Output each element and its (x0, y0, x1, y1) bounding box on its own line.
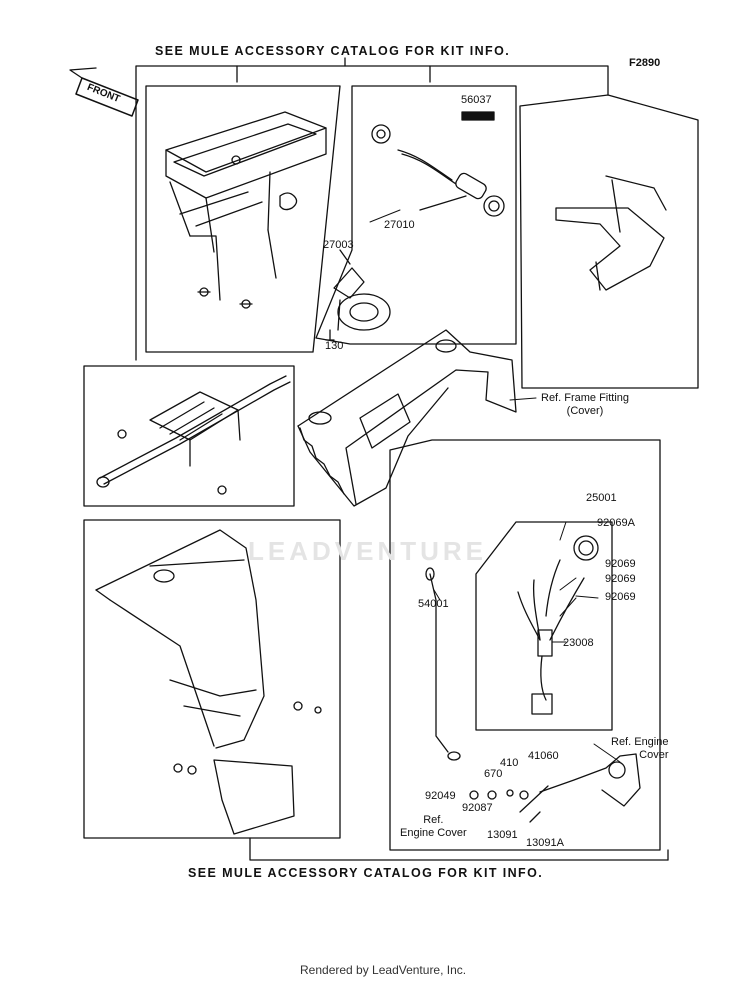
credit-text: Rendered by LeadVenture, Inc. (300, 963, 467, 977)
part-92069-2: 92069 (605, 573, 636, 585)
panel-cargo-basket (145, 85, 341, 353)
part-670: 670 (484, 768, 503, 780)
part-13091a: 13091A (526, 837, 564, 849)
ref-engine-cover-right-line1: Ref. Engine (611, 736, 669, 748)
panel-guard (519, 94, 699, 389)
figure-code: F2890 (629, 57, 661, 69)
ref-engine-cover-left-line1: Ref. (423, 814, 444, 826)
kit-bracket-top (135, 57, 609, 361)
kit-bracket-bottom (249, 837, 669, 861)
part-410: 410 (500, 757, 519, 769)
part-92069a: 92069A (597, 517, 635, 529)
part-130: 130 (325, 340, 344, 352)
ref-engine-cover-right-line2: Cover (639, 748, 669, 761)
part-92069-3: 92069 (605, 591, 636, 603)
panel-rack (83, 365, 295, 507)
panel-horn-switch (315, 85, 517, 345)
part-27010: 27010 (384, 219, 415, 231)
part-13091: 13091 (487, 829, 518, 841)
part-56037: 56037 (461, 94, 492, 106)
part-23008: 23008 (563, 637, 594, 649)
front-arrow (69, 67, 139, 117)
frame-fitting-cover (297, 329, 517, 507)
panel-meter-kit (389, 439, 661, 851)
ref-frame-fitting: Ref. Frame Fitting (Cover) (541, 392, 629, 417)
ref-engine-cover-left: Ref. Engine Cover (400, 814, 467, 839)
part-27003: 27003 (323, 239, 354, 251)
part-92049: 92049 (425, 790, 456, 802)
panel-fender (83, 519, 341, 839)
part-41060: 41060 (528, 750, 559, 762)
part-25001: 25001 (586, 492, 617, 504)
header-note: SEE MULE ACCESSORY CATALOG FOR KIT INFO. (155, 44, 511, 58)
ref-engine-cover-left-line2: Engine Cover (400, 826, 467, 839)
ref-frame-fitting-line1: Ref. Frame Fitting (541, 392, 630, 404)
leader-lines (369, 209, 621, 763)
part-92087: 92087 (462, 802, 493, 814)
footer-note: SEE MULE ACCESSORY CATALOG FOR KIT INFO. (188, 866, 544, 880)
watermark-text: LEADVENTURE (248, 536, 488, 566)
part-54001: 54001 (418, 598, 449, 610)
part-92069-1: 92069 (605, 558, 636, 570)
ref-frame-fitting-line2: (Cover) (566, 404, 604, 417)
ref-engine-cover-right: Ref. Engine Cover (611, 736, 668, 761)
